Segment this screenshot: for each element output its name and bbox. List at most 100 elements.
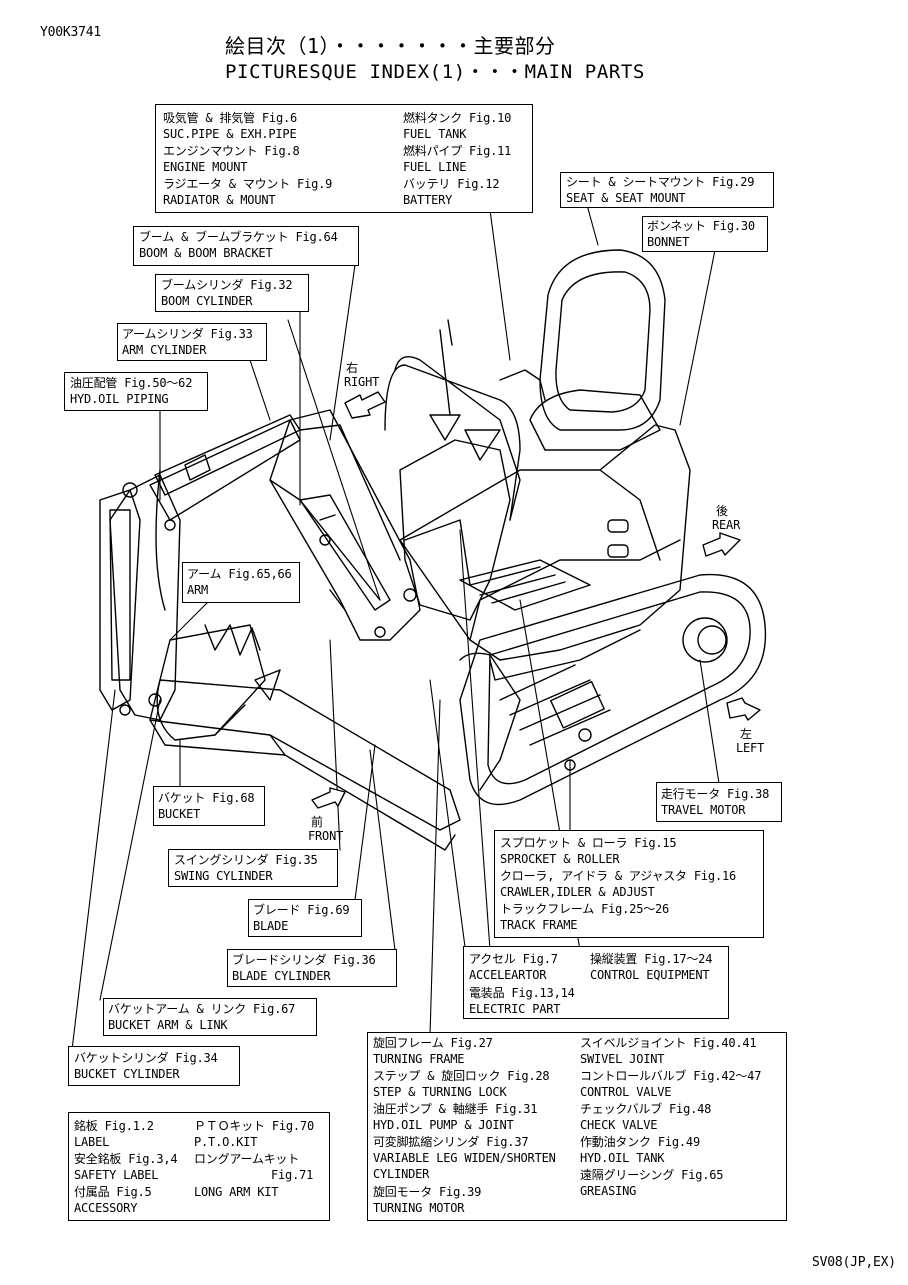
step-turning-lock-en: STEP & TURNING LOCK [373, 1085, 507, 1099]
check-valve-en: CHECK VALVE [580, 1118, 658, 1132]
bucket-cylinder-jp: バケットシリンダ Fig.34 [74, 1051, 218, 1065]
front-label-en: FRONT [308, 829, 344, 843]
variable-leg-en: VARIABLE LEG WIDEN/SHORTEN [373, 1151, 556, 1165]
fuel-line-en: FUEL LINE [403, 160, 467, 174]
right-arrow-icon [344, 391, 386, 419]
canopy-frame [384, 364, 521, 521]
track-frame-jp: トラックフレーム Fig.25～26 [500, 902, 670, 916]
step-turning-lock-jp: ステップ & 旋回ロック Fig.28 [373, 1069, 550, 1083]
battery-jp: バッテリ Fig.12 [403, 177, 500, 191]
turning-motor-jp: 旋回モータ Fig.39 [373, 1185, 482, 1199]
hyd-oil-piping-en: HYD.OIL PIPING [70, 392, 169, 406]
radiator-en: RADIATOR & MOUNT [163, 193, 276, 207]
long-arm-kit-jp: ロングアームキット [194, 1152, 300, 1166]
suc-exh-pipe-en: SUC.PIPE & EXH.PIPE [163, 127, 297, 141]
page-title-en: PICTURESQUE INDEX(1)・・・MAIN PARTS [225, 61, 645, 83]
boom-cylinder-box: ブームシリンダ Fig.32 BOOM CYLINDER [155, 274, 309, 312]
hyd-oil-tank-en: HYD.OIL TANK [580, 1151, 665, 1165]
page-title-jp: 絵目次（1）・・・・・・・主要部分 [225, 34, 556, 58]
safety-label-en: SAFETY LABEL [74, 1168, 159, 1182]
boom-bracket-en: BOOM & BOOM BRACKET [139, 246, 273, 260]
blade-cylinder-en: BLADE CYLINDER [232, 969, 331, 983]
rear-arrow-icon [702, 532, 741, 557]
control-valve-en: CONTROL VALVE [580, 1085, 672, 1099]
hyd-oil-pump-en: HYD.OIL PUMP & JOINT [373, 1118, 514, 1132]
bucket-cylinder-en: BUCKET CYLINDER [74, 1067, 180, 1081]
turning-frame-en: TURNING FRAME [373, 1052, 465, 1066]
crawler-idler-jp: クローラ, アイドラ & アジャスタ Fig.16 [500, 869, 737, 883]
arm-box: アーム Fig.65,66 ARM [182, 562, 300, 603]
electric-part-en: ELECTRIC PART [469, 1002, 561, 1016]
travel-motor-jp: 走行モータ Fig.38 [661, 787, 770, 801]
fuel-tank-jp: 燃料タンク Fig.10 [403, 111, 512, 125]
long-arm-kit-en: LONG ARM KIT [194, 1185, 279, 1199]
bucket-arm-link-box: バケットアーム & リンク Fig.67 BUCKET ARM & LINK [103, 998, 317, 1036]
accelerator-en: ACCELEARTOR [469, 968, 547, 982]
turning-frame-box: 旋回フレーム Fig.27 TURNING FRAME ステップ & 旋回ロック… [367, 1032, 787, 1221]
control-equipment-jp: 操縦装置 Fig.17～24 [590, 952, 713, 966]
arm-cylinder-en: ARM CYLINDER [122, 343, 207, 357]
boom-bracket-jp: ブーム & ブームブラケット Fig.64 [139, 230, 338, 244]
upper-body [394, 249, 691, 681]
control-valve-jp: コントロールバルブ Fig.42～47 [580, 1069, 762, 1083]
direction-arrows [311, 391, 761, 809]
turning-frame-jp: 旋回フレーム Fig.27 [373, 1036, 493, 1050]
fuel-line-jp: 燃料パイプ Fig.11 [403, 144, 512, 158]
boom-bracket-box: ブーム & ブームブラケット Fig.64 BOOM & BOOM BRACKE… [133, 226, 359, 266]
sprocket-roller-box: スプロケット & ローラ Fig.15 SPROCKET & ROLLER クロ… [494, 830, 764, 938]
bucket-arm-link-jp: バケットアーム & リンク Fig.67 [108, 1002, 296, 1016]
boom-cylinder-en: BOOM CYLINDER [161, 294, 253, 308]
front-label-jp: 前 [311, 815, 323, 829]
suc-exh-pipe-jp: 吸気管 & 排気管 Fig.6 [163, 111, 298, 125]
label-accessory-box: 銘板 Fig.1.2 LABEL 安全銘板 Fig.3,4 SAFETY LAB… [68, 1112, 330, 1221]
document-id: Y00K3741 [40, 25, 102, 40]
hyd-oil-piping-jp: 油圧配管 Fig.50～62 [70, 376, 193, 390]
bucket-cylinder-box: バケットシリンダ Fig.34 BUCKET CYLINDER [68, 1046, 240, 1086]
crawler-idler-en: CRAWLER,IDLER & ADJUST [500, 885, 655, 899]
bonnet-jp: ボンネット Fig.30 [647, 219, 755, 233]
bucket-box: バケット Fig.68 BUCKET [153, 786, 265, 826]
blade-jp: ブレード Fig.69 [253, 903, 350, 917]
seat-jp: シート & シートマウント Fig.29 [566, 175, 755, 189]
seat-box: シート & シートマウント Fig.29 SEAT & SEAT MOUNT [560, 172, 774, 208]
bonnet-en: BONNET [647, 235, 690, 249]
swing-cylinder-box: スイングシリンダ Fig.35 SWING CYLINDER [168, 849, 338, 887]
swing-cylinder-en: SWING CYLINDER [174, 869, 273, 883]
accessory-jp: 付属品 Fig.5 [74, 1185, 152, 1199]
arm-jp: アーム Fig.65,66 [187, 567, 292, 581]
track-frame-en: TRACK FRAME [500, 918, 578, 932]
variable-leg-jp: 可変脚拡縮シリンダ Fig.37 [373, 1135, 529, 1149]
bucket [156, 624, 281, 741]
hyd-oil-tank-jp: 作動油タンク Fig.49 [580, 1135, 700, 1149]
swivel-joint-jp: スイベルジョイント Fig.40.41 [580, 1036, 757, 1050]
bonnet-box: ボンネット Fig.30 BONNET [642, 216, 768, 252]
right-label-jp: 右 [346, 361, 358, 375]
arm-en: ARM [187, 583, 209, 597]
blade-cylinder-box: ブレードシリンダ Fig.36 BLADE CYLINDER [227, 949, 397, 987]
seat-en: SEAT & SEAT MOUNT [566, 191, 686, 205]
bucket-arm-link-en: BUCKET ARM & LINK [108, 1018, 228, 1032]
arm-cylinder-jp: アームシリンダ Fig.33 [122, 327, 253, 341]
hyd-oil-pump-jp: 油圧ポンプ & 軸継手 Fig.31 [373, 1102, 538, 1116]
radiator-jp: ラジエータ & マウント Fig.9 [163, 177, 333, 191]
engine-parts-box: 吸気管 & 排気管 Fig.6 SUC.PIPE & EXH.PIPE エンジン… [155, 104, 533, 213]
rear-label-en: REAR [712, 518, 741, 532]
footer-code: SV08(JP,EX) [812, 1255, 896, 1270]
engine-mount-jp: エンジンマウント Fig.8 [163, 144, 300, 158]
bucket-en: BUCKET [158, 807, 201, 821]
electric-part-jp: 電装品 Fig.13,14 [469, 986, 575, 1000]
left-label-en: LEFT [736, 741, 765, 755]
seat [539, 249, 666, 431]
pto-kit-en: P.T.O.KIT [194, 1135, 258, 1149]
label-jp: 銘板 Fig.1.2 [74, 1119, 154, 1133]
travel-motor-en: TRAVEL MOTOR [661, 803, 746, 817]
swivel-joint-en: SWIVEL JOINT [580, 1052, 665, 1066]
travel-motor-box: 走行モータ Fig.38 TRAVEL MOTOR [656, 782, 782, 822]
bucket-jp: バケット Fig.68 [158, 791, 255, 805]
accelerator-box: アクセル Fig.7 ACCELEARTOR 電装品 Fig.13,14 ELE… [463, 946, 729, 1019]
swing-cylinder-jp: スイングシリンダ Fig.35 [174, 853, 318, 867]
fuel-tank-en: FUEL TANK [403, 127, 467, 141]
blade-en: BLADE [253, 919, 289, 933]
battery-en: BATTERY [403, 193, 453, 207]
right-label-en: RIGHT [344, 375, 380, 389]
